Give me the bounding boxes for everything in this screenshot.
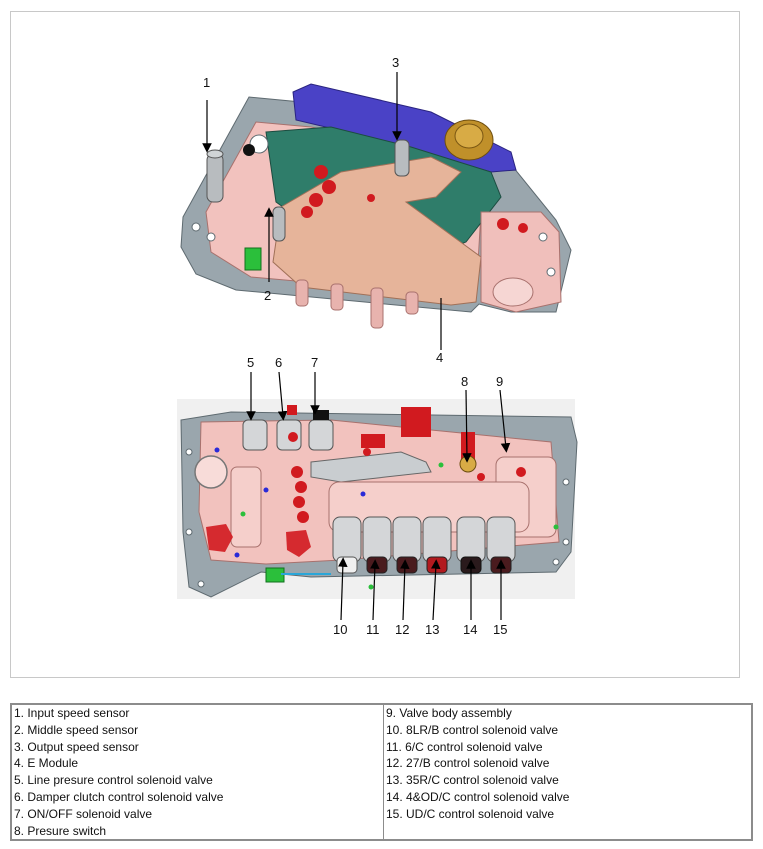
legend-item-12: 12. 27/B control solenoid valve [386, 756, 550, 771]
callout-12: 12 [395, 622, 409, 637]
legend-left-column: 1. Input speed sensor 2. Middle speed se… [10, 703, 384, 841]
valve-body-illustration: 1 2 3 4 [177, 55, 578, 637]
lower-indicator-dots [214, 447, 559, 590]
callout-3: 3 [392, 55, 399, 70]
callout-8: 8 [461, 374, 468, 389]
callout-2: 2 [264, 288, 271, 303]
upper-red-ports [301, 165, 528, 233]
lower-callout-leaders [246, 371, 511, 621]
figure-frame: 1 2 3 4 [10, 11, 740, 678]
callout-15: 15 [493, 622, 507, 637]
legend-item-9: 9. Valve body assembly [386, 706, 512, 720]
legend-item-7: 7. ON/OFF solenoid valve [14, 806, 153, 821]
legend-item-15: 15. UD/C control solenoid valve [386, 806, 555, 821]
lower-steel-bracket [310, 451, 432, 483]
lower-valve-body-view: 5 6 7 8 9 10 11 12 13 14 15 [177, 355, 578, 637]
callout-9: 9 [496, 374, 503, 389]
legend-item-3: 3. Output speed sensor [14, 739, 139, 754]
legend-item-10: 10. 8LR/B control solenoid valve [386, 722, 559, 737]
yellow-connector [444, 119, 494, 161]
legend-item-8: 8. Presure switch [14, 823, 107, 838]
callout-10: 10 [333, 622, 347, 637]
upper-frame-holes [191, 134, 556, 277]
lower-red-ports [288, 432, 526, 523]
callout-4: 4 [436, 350, 443, 365]
legend-item-11: 11. 6/C control solenoid valve [386, 739, 543, 754]
callout-13: 13 [425, 622, 439, 637]
lower-left-round-port [194, 455, 228, 489]
callout-6: 6 [275, 355, 282, 370]
upper-sensor-posts [206, 139, 410, 242]
lower-red-block [401, 407, 431, 437]
callout-11: 11 [366, 622, 380, 637]
callout-14: 14 [463, 622, 477, 637]
legend-row: 1. Input speed sensor 2. Middle speed se… [10, 703, 753, 841]
callout-7: 7 [311, 355, 318, 370]
legend-item-5: 5. Line presure control solenoid valve [14, 773, 213, 788]
pressure-switch-graphic [459, 432, 477, 473]
legend-item-2: 2. Middle speed sensor [14, 722, 139, 737]
legend-right-column: 9. Valve body assembly 10. 8LR/B control… [383, 703, 753, 841]
upper-bottom-pegs [295, 279, 419, 329]
legend-item-13: 13. 35R/C control solenoid valve [386, 773, 559, 788]
upper-callout-leaders [202, 72, 442, 350]
upper-valve-body-view: 1 2 3 4 [180, 55, 572, 365]
legend-item-4: 4. E Module [14, 756, 79, 771]
legend-item-1: 1. Input speed sensor [14, 706, 130, 720]
legend-item-6: 6. Damper clutch control solenoid valve [14, 789, 224, 804]
callout-1: 1 [203, 75, 210, 90]
parts-legend-table: 1. Input speed sensor 2. Middle speed se… [10, 703, 753, 842]
callout-5: 5 [247, 355, 254, 370]
upper-green-clip [244, 247, 262, 271]
top-solenoids [242, 405, 334, 451]
legend-item-14: 14. 4&OD/C control solenoid valve [386, 789, 570, 804]
